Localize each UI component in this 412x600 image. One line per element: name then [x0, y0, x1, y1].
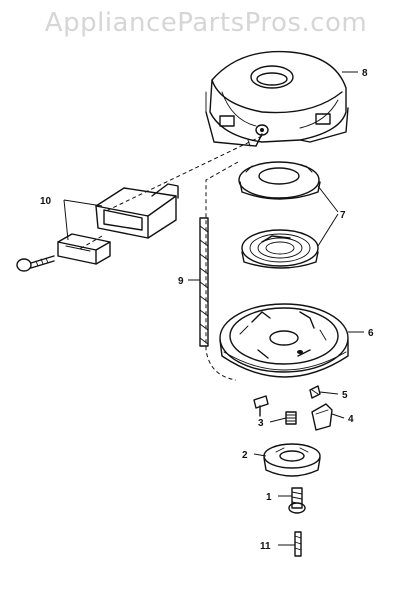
callout-7: 7	[340, 210, 346, 221]
center-screw	[288, 487, 306, 514]
hub-fastener	[253, 395, 269, 417]
retainer-cup	[263, 443, 321, 477]
callout-labels: 8 10 7 9 6 5 4 3 2 1 11	[40, 68, 374, 552]
starter-housing	[205, 50, 349, 147]
callout-5: 5	[342, 390, 348, 401]
callout-8: 8	[362, 68, 368, 79]
pawl	[311, 403, 333, 431]
starter-handle	[95, 183, 179, 239]
pawl-spring	[309, 385, 321, 399]
callout-9: 9	[178, 276, 184, 287]
callout-11: 11	[260, 541, 271, 552]
rope-pulley	[219, 303, 349, 378]
callout-4: 4	[348, 414, 354, 425]
pin	[294, 531, 302, 557]
callout-3: 3	[258, 418, 264, 429]
brake-spring	[285, 411, 297, 425]
callout-1: 1	[266, 492, 272, 503]
callout-10: 10	[40, 196, 52, 207]
rope-routing-path	[77, 135, 263, 381]
watermark-text: AppliancePartsPros.com	[44, 8, 368, 38]
handle-insert	[57, 233, 111, 265]
callout-6: 6	[368, 328, 374, 339]
handle-screw	[16, 255, 55, 272]
callout-2: 2	[242, 450, 248, 461]
recoil-spring-assembly	[238, 161, 321, 269]
starter-rope	[199, 217, 209, 347]
leader-lines	[63, 71, 364, 546]
